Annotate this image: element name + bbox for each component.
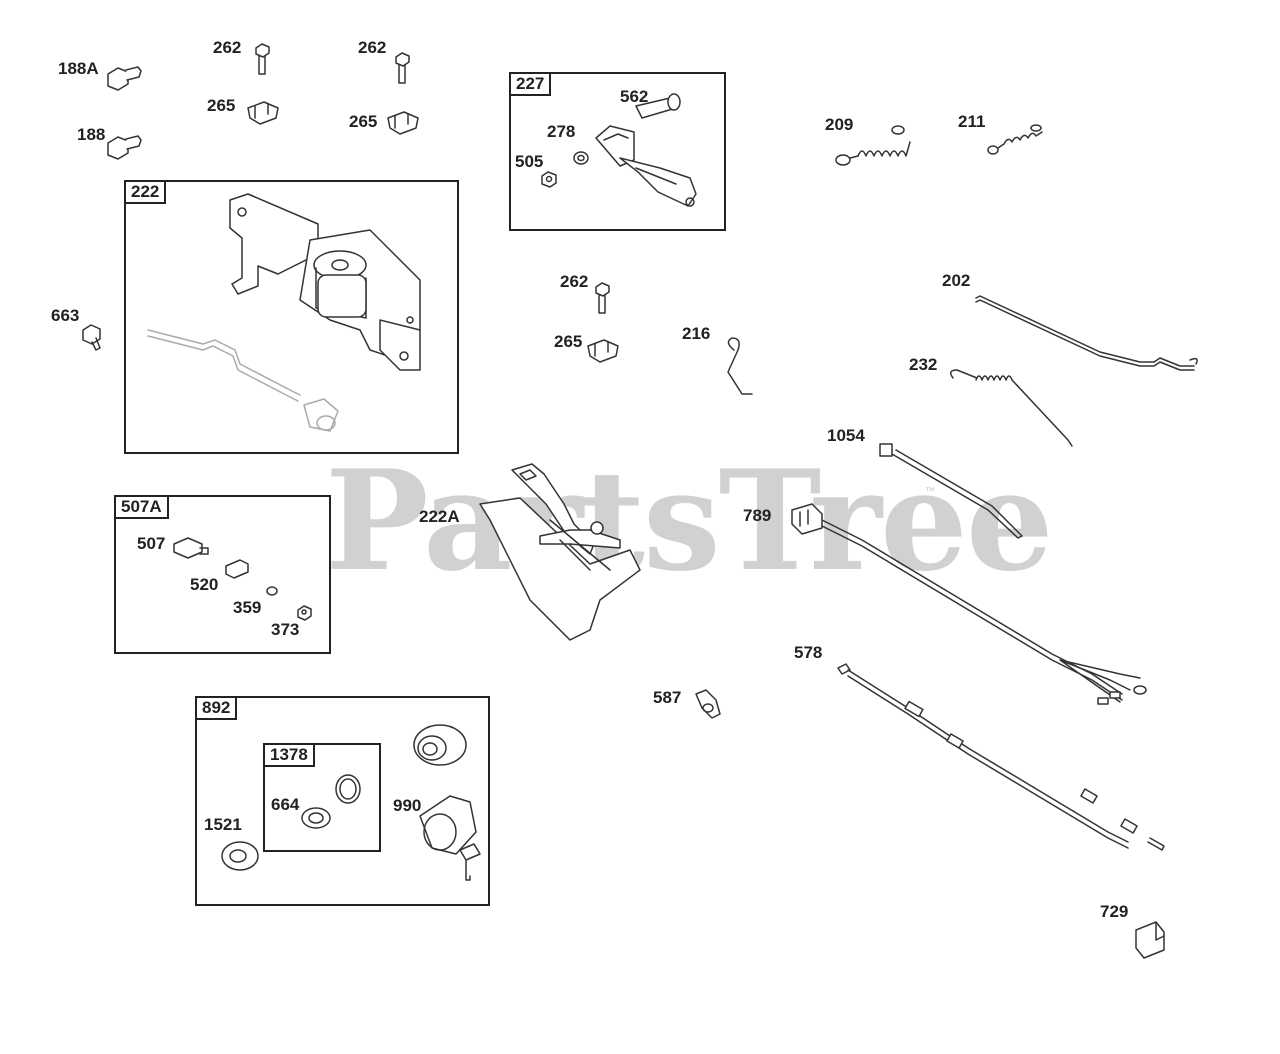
group-box-507A[interactable]: 507A <box>114 495 331 654</box>
screw-262b-icon <box>395 52 410 84</box>
callout-188: 188 <box>77 125 106 144</box>
callout-520: 520 <box>190 575 219 594</box>
callout-278: 278 <box>547 122 576 141</box>
spring-209-icon <box>835 125 911 166</box>
screw-262a-icon <box>255 43 270 75</box>
nut-373-icon <box>297 605 312 621</box>
callout-1521: 1521 <box>204 815 242 834</box>
callout-232: 232 <box>909 355 938 374</box>
washer-278-icon <box>573 151 589 165</box>
key-switch-990-icon <box>419 795 481 881</box>
group-label-1378: 1378 <box>263 743 315 767</box>
callout-262c: 262 <box>560 272 589 291</box>
clip-265a-icon <box>247 101 279 125</box>
callout-222A: 222A <box>419 507 460 526</box>
callout-265a: 265 <box>207 96 236 115</box>
hook-216-icon <box>727 337 753 395</box>
clip-265b-icon <box>387 111 419 135</box>
group-box-892[interactable]: 892 <box>195 696 490 906</box>
group-box-227[interactable]: 227 <box>509 72 726 231</box>
callout-188A: 188A <box>58 59 99 78</box>
cable-tie-1054-icon <box>879 443 1023 539</box>
callout-359: 359 <box>233 598 262 617</box>
pin-562-icon <box>635 93 681 119</box>
assembly-222-icon <box>229 193 421 371</box>
callout-578: 578 <box>794 643 823 662</box>
callout-587: 587 <box>653 688 682 707</box>
switch-507-icon <box>173 537 209 559</box>
clip-265c-icon <box>587 339 619 363</box>
bolt-188A-icon <box>107 66 142 91</box>
wire-harness-578-icon <box>837 663 1165 851</box>
group-label-507A: 507A <box>114 495 169 519</box>
callout-265b: 265 <box>349 112 378 131</box>
callout-1054: 1054 <box>827 426 865 445</box>
callout-789: 789 <box>743 506 772 525</box>
callout-262a: 262 <box>213 38 242 57</box>
callout-262b: 262 <box>358 38 387 57</box>
clip-587-icon <box>695 689 721 719</box>
callout-202: 202 <box>942 271 971 290</box>
watermark: PartsTree <box>325 439 1054 602</box>
group-box-1378[interactable]: 1378 <box>263 743 381 852</box>
bezel-1521-icon <box>221 841 259 871</box>
spring-211-icon <box>987 124 1043 155</box>
bolt-663-icon <box>82 324 101 351</box>
callout-211: 211 <box>958 112 986 131</box>
callout-664: 664 <box>271 795 300 814</box>
callout-729: 729 <box>1100 902 1129 921</box>
callout-663: 663 <box>51 306 80 325</box>
plate-520-icon <box>225 559 249 579</box>
group-label-227: 227 <box>509 72 552 96</box>
throttle-control-222A-icon <box>479 463 641 641</box>
nut-505-icon <box>541 171 557 188</box>
callout-507: 507 <box>137 534 166 553</box>
wire-harness-789-icon <box>791 503 1147 705</box>
screw-262c-icon <box>595 282 610 314</box>
callout-373: 373 <box>271 620 300 639</box>
callout-990: 990 <box>393 796 422 815</box>
ring-1378-icon <box>335 774 361 804</box>
group-box-222[interactable]: 222 <box>124 180 459 454</box>
callout-216: 216 <box>682 324 711 343</box>
group-label-892: 892 <box>195 696 238 720</box>
bolt-188-icon <box>107 135 142 160</box>
callout-562: 562 <box>620 87 649 106</box>
linkage-rod-icon <box>147 329 339 432</box>
rod-202-icon <box>975 295 1198 371</box>
group-label-222: 222 <box>124 180 167 204</box>
bracket-227-icon <box>595 125 697 207</box>
callout-505: 505 <box>515 152 544 171</box>
callout-209: 209 <box>825 115 854 134</box>
trademark-symbol: ™ <box>925 486 935 497</box>
ignition-switch-892-icon <box>413 724 467 766</box>
callout-265c: 265 <box>554 332 583 351</box>
cap-729-icon <box>1135 921 1165 959</box>
washer-359-icon <box>266 586 278 596</box>
spring-232-icon <box>950 369 1073 447</box>
nut-664-icon <box>301 807 331 829</box>
